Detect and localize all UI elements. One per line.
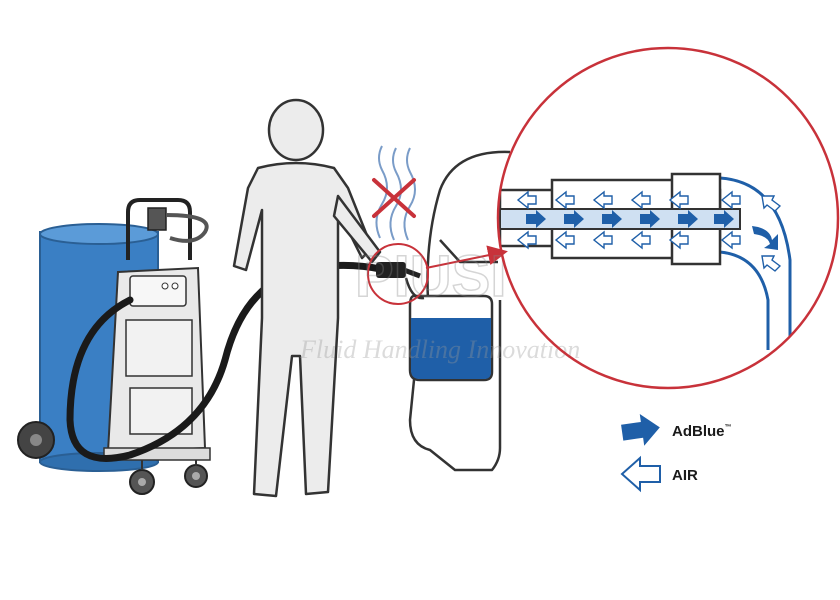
drum-wheel <box>17 421 55 459</box>
fumes <box>375 145 416 241</box>
detail-callout <box>367 243 429 305</box>
callout-arrow <box>425 245 508 269</box>
adblue-flow-arrows <box>526 210 778 250</box>
filled-arrow-right-icon <box>621 414 660 446</box>
adblue-tank <box>404 277 494 382</box>
operator-person <box>232 98 382 498</box>
watermark-logo: PIUSI <box>355 244 507 309</box>
legend-item-air: AIR <box>620 455 698 493</box>
zoom-detail <box>496 46 840 390</box>
watermark-tagline: Fluid Handling Innovation <box>299 335 580 364</box>
red-x-icon <box>372 178 416 218</box>
legend-air-label: AIR <box>672 467 698 484</box>
dispenser-unit <box>103 198 211 495</box>
legend-item-adblue: AdBlue™ <box>621 414 732 446</box>
outline-arrow-left-icon <box>620 455 661 493</box>
nozzle <box>376 262 421 279</box>
legend-adblue-label: AdBlue™ <box>672 423 732 440</box>
air-flow-arrows <box>516 190 782 272</box>
legend: AdBlue™ AIR <box>620 414 732 493</box>
watermark: PIUSI Fluid Handling Innovation <box>299 243 580 364</box>
